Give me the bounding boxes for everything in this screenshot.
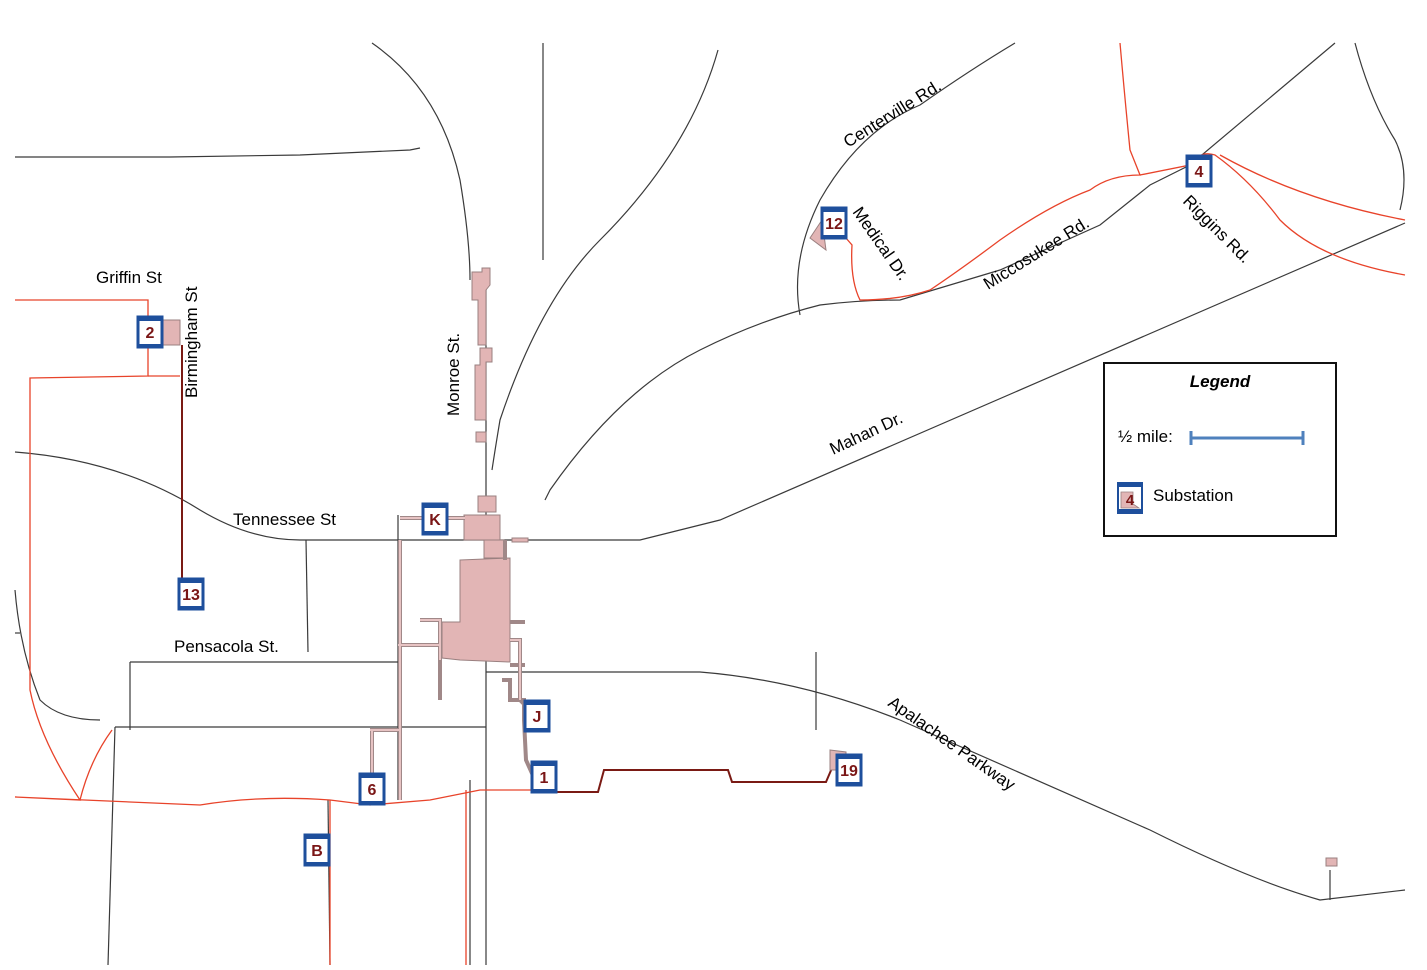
substation-13[interactable]: 13 <box>177 577 205 611</box>
substation-B-label: B <box>311 843 323 860</box>
substation-19-label: 19 <box>840 763 858 780</box>
label-tennessee: Tennessee St <box>233 510 336 529</box>
substation-1-label: 1 <box>540 770 549 787</box>
transmission-lines <box>14 42 1406 965</box>
label-birmingham: Birmingham St <box>182 286 201 398</box>
scale-bar-icon <box>1189 431 1305 445</box>
substation-2-label: 2 <box>146 325 155 342</box>
substation-1[interactable]: 1 <box>530 760 558 794</box>
substation-2[interactable]: 2 <box>136 315 164 349</box>
label-miccosukee: Miccosukee Rd. <box>980 213 1093 293</box>
substation-K-label: K <box>429 512 441 529</box>
substation-legend-label: Substation <box>1153 486 1234 505</box>
substation-13-label: 13 <box>182 587 200 604</box>
substation-J-label: J <box>533 709 542 726</box>
road-network <box>14 42 1406 966</box>
substation-6-label: 6 <box>368 782 377 799</box>
label-monroe: Monroe St. <box>444 333 463 416</box>
substation-J[interactable]: J <box>523 699 551 733</box>
substation-12[interactable]: 12 <box>820 206 848 240</box>
label-griffin: Griffin St <box>96 268 162 287</box>
substation-6[interactable]: 6 <box>358 772 386 806</box>
legend-title: Legend <box>1189 372 1251 391</box>
substation-legend-number: 4 <box>1126 492 1135 509</box>
substation-K[interactable]: K <box>421 502 449 536</box>
substation-4-label: 4 <box>1195 164 1204 181</box>
label-riggins: Riggins Rd. <box>1179 191 1255 267</box>
label-centerville: Centerville Rd. <box>840 76 945 151</box>
label-mahan: Mahan Dr. <box>827 408 906 458</box>
substation-B[interactable]: B <box>303 833 331 867</box>
scale-label: ½ mile: <box>1118 427 1173 446</box>
substation-19[interactable]: 19 <box>835 753 863 787</box>
label-apalachee: Apalachee Parkway <box>885 693 1019 795</box>
substation-4[interactable]: 4 <box>1185 154 1213 188</box>
legend-box: Legend ½ mile: 4 Substation <box>1103 362 1337 537</box>
downtown-facilities <box>145 161 1338 867</box>
feeder-line <box>540 767 833 793</box>
street-labels: Centerville Rd. Medical Dr. Miccosukee R… <box>96 76 1255 795</box>
label-pensacola: Pensacola St. <box>174 637 279 656</box>
substation-12-label: 12 <box>825 216 843 233</box>
substation-legend-icon: 4 <box>1117 482 1143 514</box>
label-medical: Medical Dr. <box>849 203 913 284</box>
